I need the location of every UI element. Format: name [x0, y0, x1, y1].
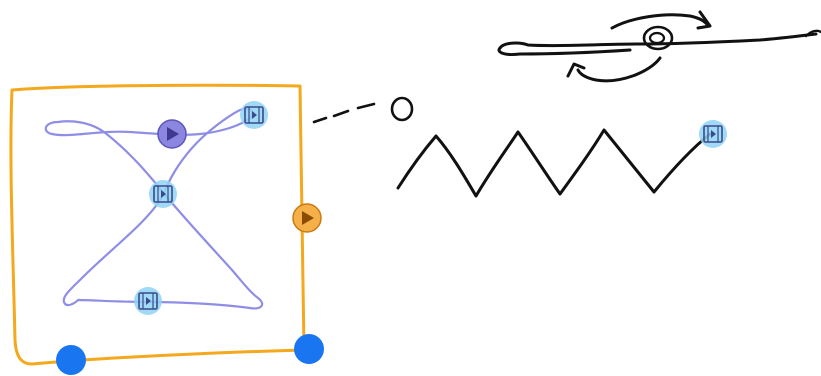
rotate-arrow-top-head [696, 10, 712, 30]
fish-body-stroke[interactable] [498, 32, 818, 50]
dashed-connector [312, 102, 376, 124]
rotate-arrow-top[interactable] [610, 13, 710, 30]
film-icon [252, 111, 257, 119]
eye-outer [642, 25, 674, 51]
film-icon [711, 130, 716, 138]
film-marker-zigzag-end[interactable] [699, 120, 727, 148]
film-marker-top-right[interactable] [240, 101, 268, 129]
film-icon [146, 297, 151, 305]
play-icon [302, 211, 314, 225]
connector-circle[interactable] [390, 96, 414, 122]
play-marker-purple[interactable] [157, 119, 187, 149]
resize-handle-bottom-left[interactable] [56, 345, 86, 375]
selection-frame[interactable] [9, 83, 306, 366]
resize-handle-bottom-right[interactable] [294, 334, 324, 364]
film-icon [161, 190, 166, 198]
fish-tail-stroke [804, 29, 821, 38]
eye-inner [648, 31, 666, 45]
film-marker-center[interactable] [149, 180, 177, 208]
film-marker-bottom[interactable] [134, 287, 162, 315]
zigzag-stroke[interactable] [396, 128, 712, 198]
play-icon [167, 127, 179, 141]
rotate-arrow-bottom-head [566, 62, 586, 78]
play-marker-orange[interactable] [292, 203, 322, 233]
fish-head-stroke [497, 46, 632, 56]
rotate-arrow-bottom[interactable] [576, 56, 662, 83]
motion-path[interactable] [44, 107, 264, 310]
